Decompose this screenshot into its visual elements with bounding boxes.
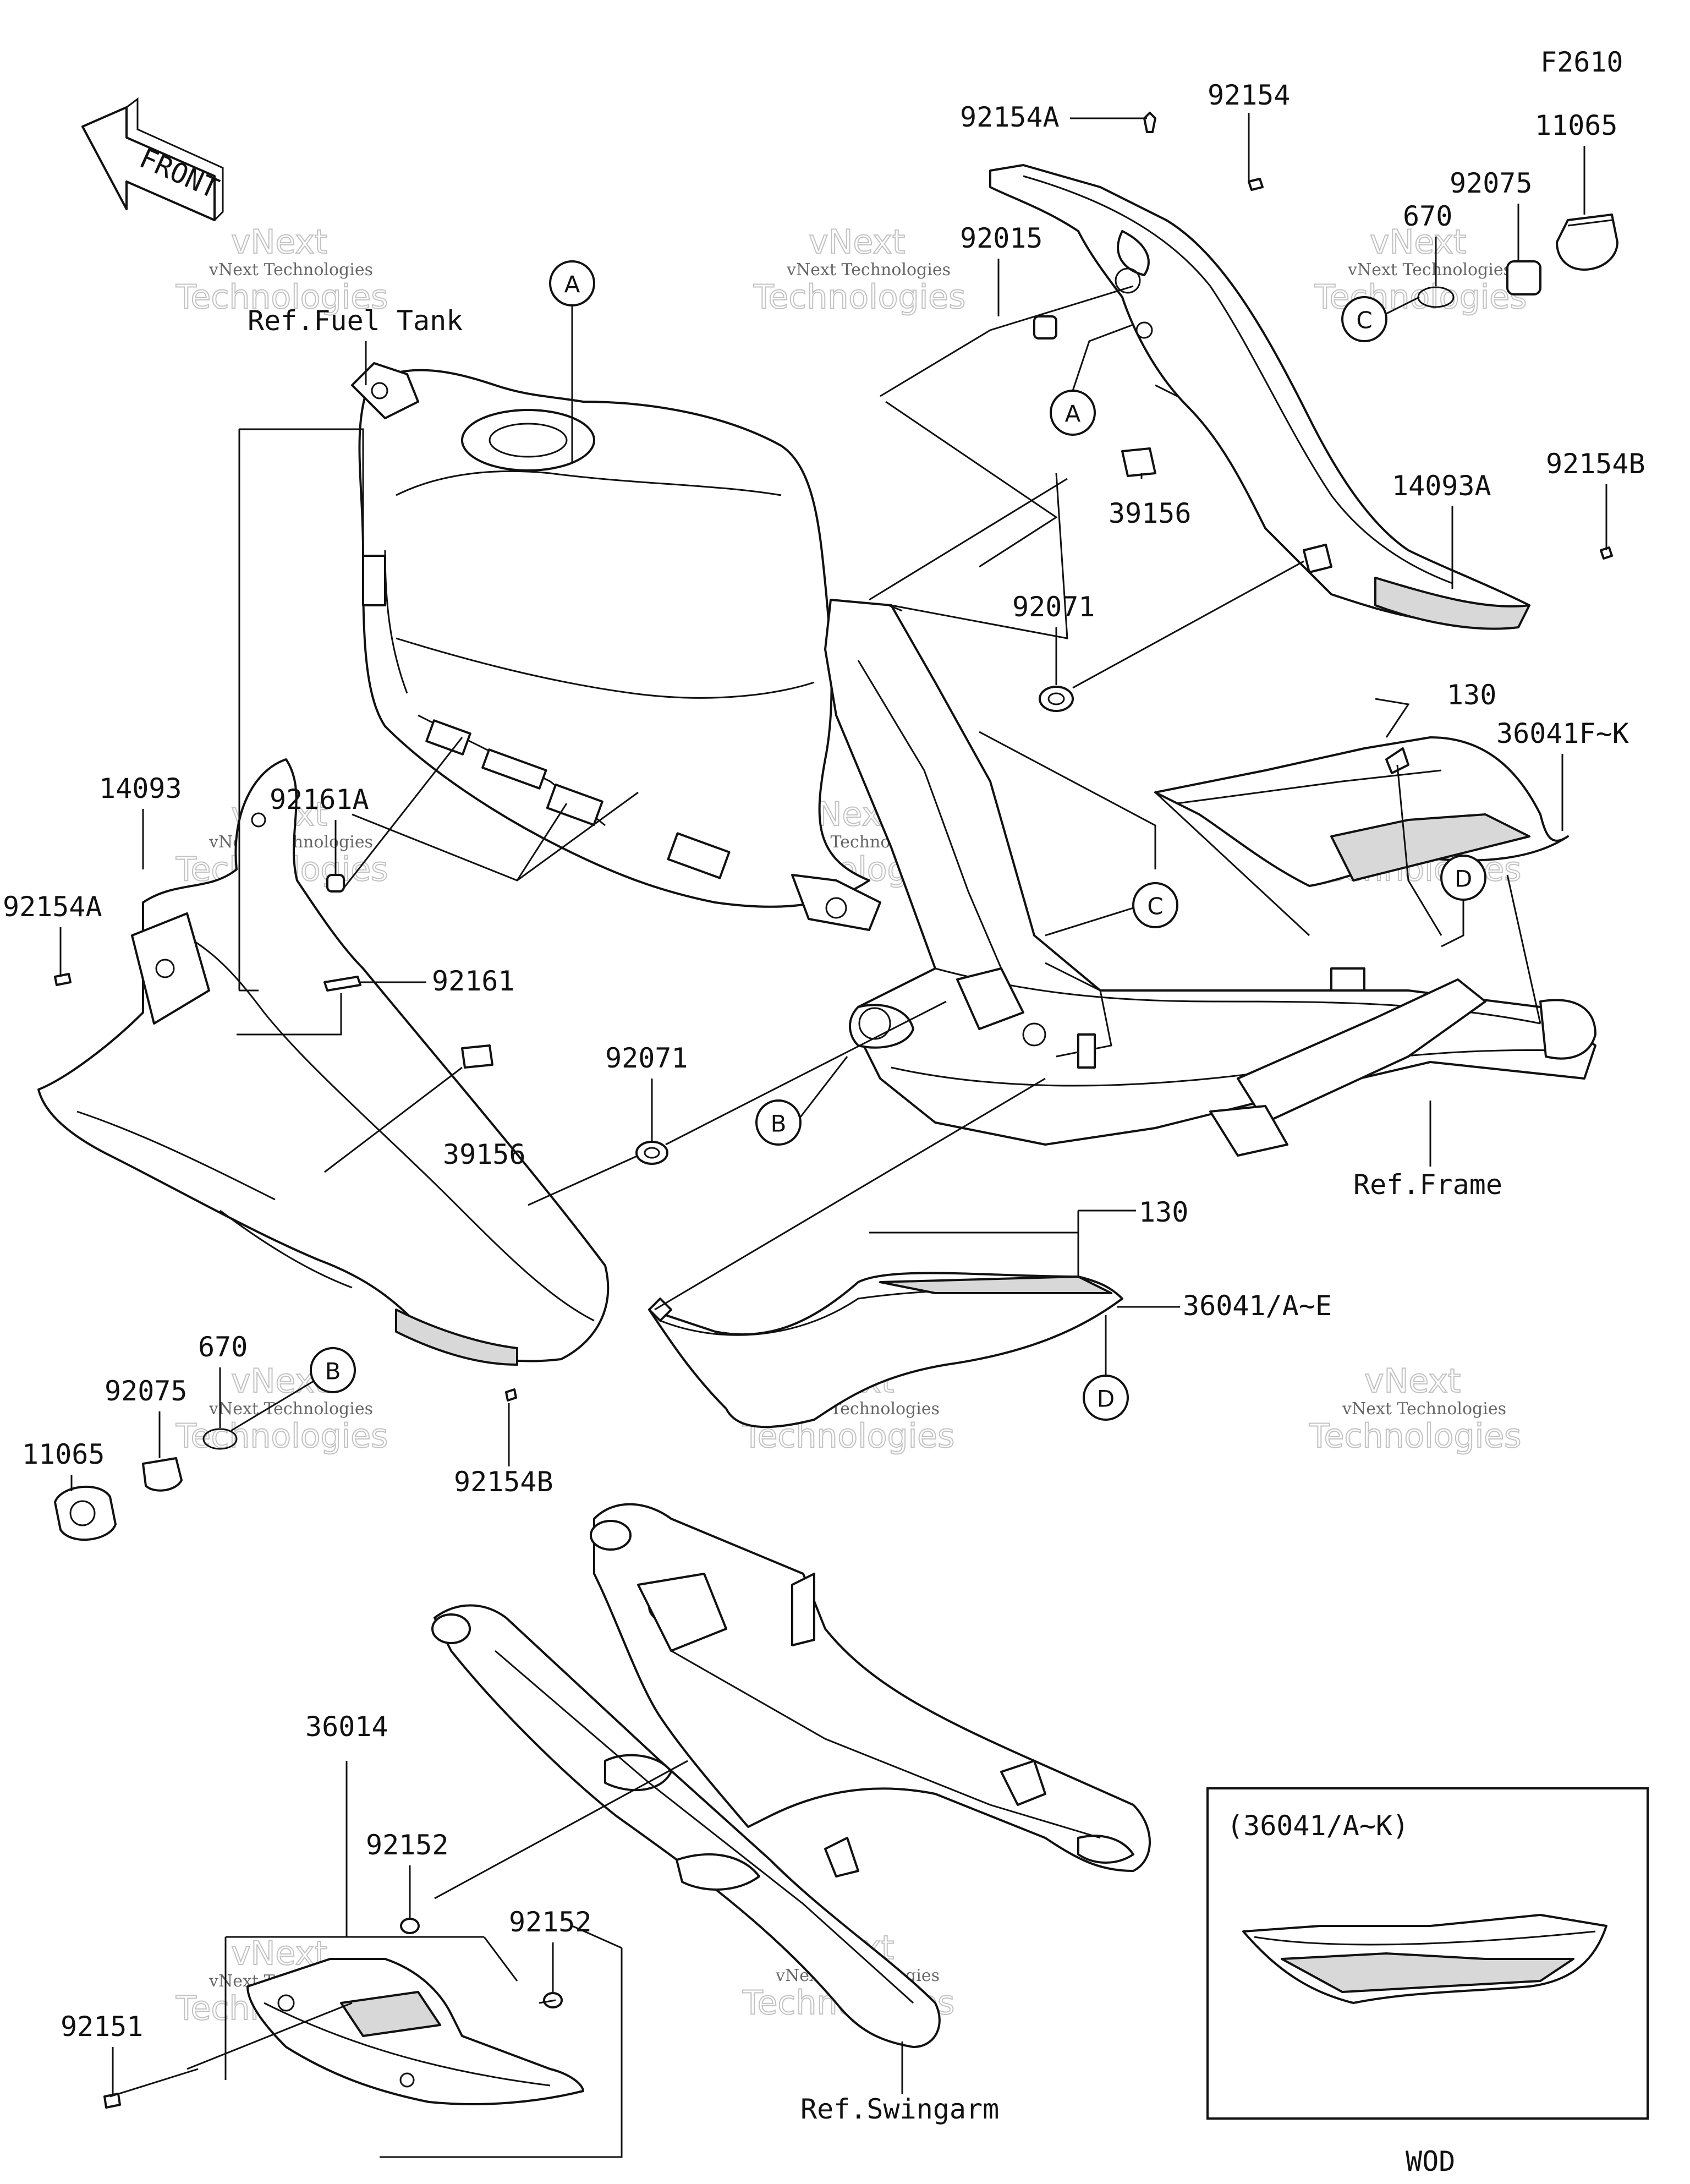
callout-a-cover: A xyxy=(1050,324,1134,436)
part-label-39156-left: 39156 xyxy=(443,1138,526,1170)
part-label-14093A: 14093A xyxy=(1392,470,1491,502)
part-label-92071-upper: 92071 xyxy=(1012,591,1095,623)
part-label-670-right: 670 xyxy=(1403,200,1452,232)
part-label-92154B-right: 92154B xyxy=(1546,448,1645,480)
part-label-670-left: 670 xyxy=(198,1331,248,1363)
callout-d-lower: D xyxy=(1083,1315,1129,1421)
callout-letter: D xyxy=(1097,1386,1115,1413)
small-parts-top xyxy=(1033,112,1613,560)
ref-swingarm: Ref.Swingarm xyxy=(800,2093,999,2125)
callout-letter: C xyxy=(1147,893,1163,920)
part-label-130-lower: 130 xyxy=(1139,1196,1188,1228)
callout-letter: C xyxy=(1356,307,1372,334)
part-label-36014: 36014 xyxy=(305,1711,388,1743)
callout-c-frame: C xyxy=(1045,882,1178,937)
part-labels: 92154A 92154 11065 92075 670 92015 39156… xyxy=(3,79,1645,2094)
watermark-stamp: vNext xyxy=(809,223,905,261)
frame xyxy=(824,599,1596,1157)
callout-d-right: D xyxy=(1440,855,1486,948)
inset-box: (36041/A~K) xyxy=(1206,1787,1649,2120)
callout-letter: D xyxy=(1455,866,1472,893)
grommet-92071-upper xyxy=(1039,686,1074,712)
inset-title: (36041/A~K) xyxy=(1227,1810,1409,1842)
small-parts-left xyxy=(54,874,517,1402)
ref-frame: Ref.Frame xyxy=(1353,1169,1502,1201)
watermark-text: vNext Technologies xyxy=(1342,1399,1506,1419)
part-label-11065-right: 11065 xyxy=(1535,110,1618,141)
fuel-tank xyxy=(351,362,881,931)
part-label-92154A-left: 92154A xyxy=(3,891,102,923)
watermark-stamp: vNext xyxy=(1364,1362,1461,1400)
callout-letter: A xyxy=(564,271,580,298)
watermark-stamp: Technologies xyxy=(753,278,965,316)
part-label-92154A-top: 92154A xyxy=(960,101,1060,133)
part-label-92154-top: 92154 xyxy=(1208,79,1291,111)
part-label-92151: 92151 xyxy=(61,2011,144,2043)
watermark-stamp: vNext xyxy=(1370,223,1466,261)
part-label-36041FK: 36041F~K xyxy=(1496,718,1629,749)
part-label-92161: 92161 xyxy=(432,965,515,997)
part-label-92154B-left: 92154B xyxy=(454,1466,553,1498)
grommet-set-right xyxy=(1417,214,1618,308)
part-label-39156-right: 39156 xyxy=(1109,497,1192,529)
callout-a-tank: A xyxy=(549,260,595,462)
part-label-92152-b: 92152 xyxy=(509,1906,592,1938)
inset-caption: WOD xyxy=(1406,2145,1455,2177)
part-label-36041AE: 36041/A~E xyxy=(1183,1290,1332,1322)
part-label-92152-a: 92152 xyxy=(366,1829,449,1861)
side-cover-36041FK xyxy=(1154,736,1569,887)
watermark-stamp: Technologies xyxy=(1309,1417,1521,1455)
callout-c-grommet: C xyxy=(1341,296,1420,342)
watermark-text: vNext Technologies xyxy=(208,1399,373,1419)
part-label-14093: 14093 xyxy=(99,773,182,804)
watermark-stamp: Technologies xyxy=(175,1417,388,1455)
callout-b-left: B xyxy=(231,1347,356,1432)
callout-letter: B xyxy=(325,1358,341,1385)
watermark-text: vNext Technologies xyxy=(1347,260,1512,280)
front-arrow: FRONT xyxy=(81,97,224,221)
swingarm xyxy=(431,1503,1151,2048)
part-label-92161A: 92161A xyxy=(270,784,369,815)
callout-letter: B xyxy=(771,1110,787,1137)
watermark-stamp: vNext xyxy=(231,223,327,261)
callout-letter: A xyxy=(1065,401,1081,428)
chain-cover-36014 xyxy=(246,1958,584,2105)
part-label-130-upper: 130 xyxy=(1447,679,1496,711)
right-cover-14093A xyxy=(989,164,1530,630)
leader-lines xyxy=(109,285,1541,2158)
side-cover-36041AE xyxy=(648,1272,1123,1428)
part-label-92071-lower: 92071 xyxy=(605,1042,688,1074)
figure-code: F2610 xyxy=(1540,46,1623,78)
ref-fuel-tank: Ref.Fuel Tank xyxy=(248,305,463,337)
callout-b-frame: B xyxy=(755,1056,848,1146)
part-label-92075-left: 92075 xyxy=(105,1375,188,1407)
part-label-92015: 92015 xyxy=(960,222,1043,254)
grommet-set-left xyxy=(54,1428,238,1541)
left-cover-14093 xyxy=(37,758,610,1366)
part-label-11065-left: 11065 xyxy=(22,1438,105,1470)
part-label-92075-right: 92075 xyxy=(1450,167,1533,199)
watermark-text: vNext Technologies xyxy=(208,260,373,280)
grommet-92071-lower xyxy=(635,1141,668,1165)
watermark-stamp: Technologies xyxy=(175,278,388,316)
watermark-text: vNext Technologies xyxy=(786,260,951,280)
